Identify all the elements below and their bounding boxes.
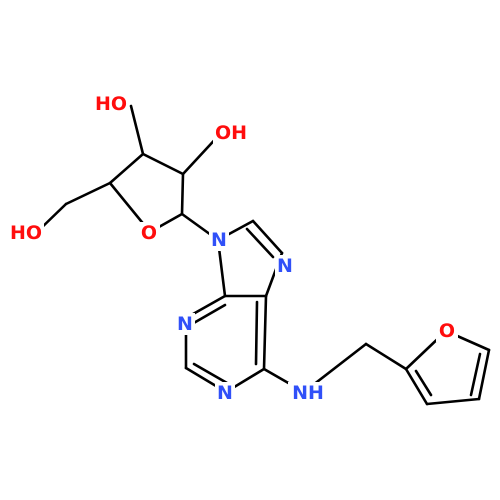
nitrogen-label-n7: N [277,255,293,277]
bond-c4p-n3-double [190,303,227,326]
ring-oxygen-label: O [141,222,157,244]
hydroxyl-label-top-right: OH [215,122,247,144]
atom-labels: HO OH HO O N N N N NH O [8,92,458,404]
bond-fc5-fc4 [477,348,491,401]
bond-c8-n7-double [245,227,275,259]
bond-c3-c2 [141,152,185,176]
bond-c8-n7 [251,219,284,255]
nitrogen-label-n1: N [217,382,233,404]
bond-c4-c5 [64,181,112,206]
furan-oxygen-label: O [439,320,455,342]
bond-c6-c5p [262,294,268,371]
hydroxyl-label-left: HO [10,222,42,244]
hydroxyl-label-top-left: HO [95,93,127,115]
nitrogen-label-n3: N [177,313,193,335]
bond-fc4-fc3 [425,397,481,406]
nitrogen-label-n9: N [211,229,227,251]
bond-c6-c5p-double [254,300,259,366]
bond-c3-o3 [129,104,145,156]
bond-fc3-fc2 [404,367,429,406]
amine-label-nh: NH [292,382,324,404]
bond-fc5-fc4-double [469,352,482,397]
bond-ch2-furan [364,342,408,371]
bond-c2-c1 [180,172,185,216]
bond-c3-c4 [108,152,145,185]
bonds [34,104,491,406]
bond-fc3-fc2-double [414,369,433,397]
bond-c2p-n1-double [192,362,229,385]
